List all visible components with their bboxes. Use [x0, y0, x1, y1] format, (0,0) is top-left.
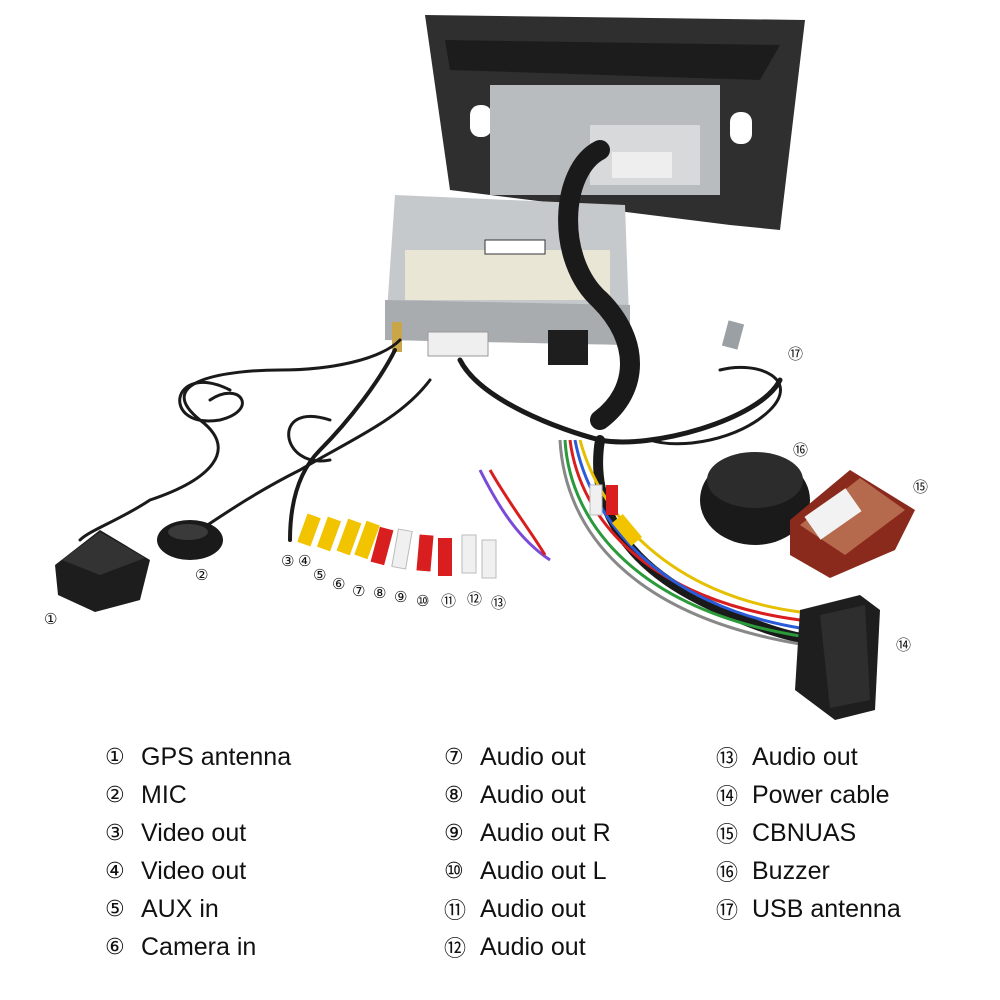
legend-number: ②	[105, 782, 125, 808]
legend-label: Audio out	[480, 932, 586, 961]
legend-number: ⑦	[444, 744, 464, 770]
legend-number: ⑩	[444, 858, 464, 884]
callout-2: ②	[195, 566, 209, 584]
legend-item: ⑥ Camera in	[105, 928, 291, 966]
legend-label: Audio out	[480, 894, 586, 923]
legend-item: ⑰ USB antenna	[716, 890, 901, 928]
callout-1: ①	[44, 610, 58, 628]
legend-item: ⑯ Buzzer	[716, 852, 901, 890]
legend-item: ⑦ Audio out	[444, 738, 611, 776]
dash-frame	[425, 15, 805, 230]
callout-13: ⑬	[491, 594, 507, 612]
callout-15: ⑮	[913, 478, 929, 496]
legend-label: Buzzer	[752, 856, 830, 885]
legend-label: Audio out	[480, 780, 586, 809]
wire-bundle	[478, 439, 801, 646]
legend-label: Audio out L	[480, 856, 607, 885]
legend-number: ⑨	[444, 820, 464, 846]
callout-17: ⑰	[788, 345, 804, 363]
product-photo	[55, 15, 915, 720]
gps-antenna	[55, 530, 150, 612]
legend-item: ② MIC	[105, 776, 291, 814]
legend-number: ⑧	[444, 782, 464, 808]
legend-label: Video out	[141, 818, 247, 847]
legend-number: ③	[105, 820, 125, 846]
legend-item: ⑭ Power cable	[716, 776, 901, 814]
legend-number: ⑪	[444, 899, 467, 924]
callout-3: ③	[281, 552, 295, 570]
usb-connector	[721, 320, 745, 350]
legend-number: ⑰	[716, 899, 739, 924]
legend-number: ①	[105, 744, 125, 770]
legend-item: ⑮ CBNUAS	[716, 814, 901, 852]
legend-number: ⑭	[716, 785, 739, 810]
callout-6: ⑥	[332, 575, 346, 593]
legend-label: Audio out	[752, 742, 858, 771]
legend-item: ⑬ Audio out	[716, 738, 901, 776]
legend-item: ③ Video out	[105, 814, 291, 852]
legend-item: ⑨ Audio out R	[444, 814, 611, 852]
callout-7: ⑦	[352, 582, 366, 600]
legend-number: ⑯	[716, 861, 739, 886]
legend-label: AUX in	[141, 894, 219, 923]
callout-16: ⑯	[793, 441, 809, 459]
legend-item: ⑩ Audio out L	[444, 852, 611, 890]
canbus-box	[790, 470, 915, 578]
power-connector	[795, 595, 880, 720]
cable-harness	[78, 140, 825, 645]
callout-9: ⑨	[394, 588, 408, 606]
legend-number: ⑤	[105, 896, 125, 922]
callout-4: ④	[298, 552, 312, 570]
legend-number: ⑬	[716, 747, 739, 772]
callout-8: ⑧	[373, 584, 387, 602]
legend-label: USB antenna	[752, 894, 901, 923]
legend-label: Power cable	[752, 780, 890, 809]
legend-label: Camera in	[141, 932, 257, 961]
legend-item: ⑧ Audio out	[444, 776, 611, 814]
rca-connectors	[297, 484, 643, 579]
legend-item: ① GPS antenna	[105, 738, 291, 776]
legend-item: ⑤ AUX in	[105, 890, 291, 928]
mic	[157, 520, 223, 560]
callout-14: ⑭	[896, 636, 912, 654]
legend-label: GPS antenna	[141, 742, 292, 771]
legend-label: CBNUAS	[752, 818, 857, 847]
legend-label: Audio out R	[480, 818, 611, 847]
callout-11: ⑪	[441, 592, 457, 610]
callout-5: ⑤	[313, 566, 327, 584]
legend-label: Audio out	[480, 742, 586, 771]
legend-number: ⑮	[716, 823, 739, 848]
callout-12: ⑫	[467, 590, 483, 608]
legend-number: ④	[105, 858, 125, 884]
legend-number: ⑫	[444, 937, 467, 962]
legend-item: ④ Video out	[105, 852, 291, 890]
legend-label: MIC	[141, 780, 187, 809]
legend-number: ⑥	[105, 934, 125, 960]
buzzer	[700, 452, 810, 545]
legend-item: ⑫ Audio out	[444, 928, 611, 966]
callout-10: ⑩	[416, 592, 430, 610]
legend-item: ⑪ Audio out	[444, 890, 611, 928]
legend-label: Video out	[141, 856, 247, 885]
legend-column-2: ⑦ Audio out ⑧ Audio out ⑨ Audio out R ⑩ Audi…	[444, 738, 611, 966]
